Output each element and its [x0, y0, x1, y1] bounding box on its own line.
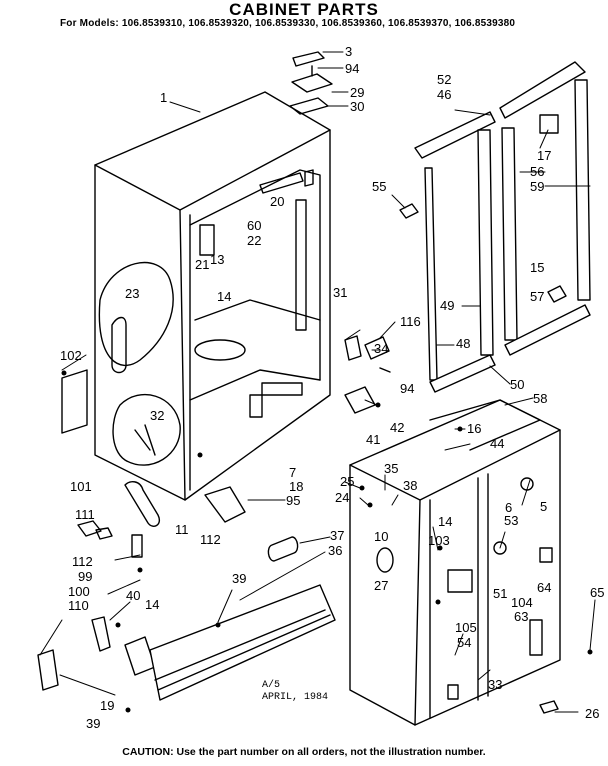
callout: 33: [488, 677, 502, 692]
leader-lines: [39, 51, 596, 713]
callout: 39: [232, 571, 246, 586]
callout: 58: [533, 391, 547, 406]
callout: 1: [160, 90, 167, 105]
callout: 25: [340, 474, 354, 489]
callout: 110: [68, 598, 89, 613]
callout: 56: [530, 164, 544, 179]
callout: 44: [490, 436, 504, 451]
callout: 29: [350, 85, 364, 100]
page-title: CABINET PARTS: [229, 0, 379, 19]
callout: 19: [100, 698, 114, 713]
callout: 15: [530, 260, 544, 275]
callout: 64: [537, 580, 551, 595]
callout: 112: [200, 532, 221, 547]
callout: 13: [210, 252, 224, 267]
callout: 42: [390, 420, 404, 435]
callout: 53: [504, 513, 518, 528]
callout: 24: [335, 490, 349, 505]
date-stamp: A/5 APRIL, 1984: [262, 680, 329, 703]
callout: 14: [145, 597, 159, 612]
callout: 11: [175, 522, 189, 537]
callout: 27: [374, 578, 388, 593]
callout: 30: [350, 99, 364, 114]
callout: 14: [438, 514, 452, 529]
callout: 22: [247, 233, 261, 248]
callout: 32: [150, 408, 164, 423]
callout: 48: [456, 336, 470, 351]
cabinet-shell: [94, 91, 331, 501]
screw-markers: [61, 370, 593, 713]
callout: 55: [372, 179, 386, 194]
callout: 38: [403, 478, 417, 493]
callout: 50: [510, 377, 524, 392]
callout: 99: [78, 569, 92, 584]
callout: 60: [247, 218, 261, 233]
callout: 36: [328, 543, 342, 558]
callout: 65: [590, 585, 604, 600]
callout: 14: [217, 289, 231, 304]
callout: 94: [400, 381, 414, 396]
callout: 3: [345, 44, 352, 59]
callout: 21: [195, 257, 209, 272]
callout: 34: [374, 341, 388, 356]
callout: 49: [440, 298, 454, 313]
callout: 6: [505, 500, 512, 515]
callout: 35: [384, 461, 398, 476]
callout: 104: [511, 595, 533, 610]
callout: 101: [70, 479, 92, 494]
callout-labels: 1 3 94 29 30 52 46 17 56 59 55 20 60 22 …: [60, 44, 604, 731]
callout: 112: [72, 554, 93, 569]
model-list: For Models: 106.8539310, 106.8539320, 10…: [60, 18, 516, 29]
callout: 37: [330, 528, 344, 543]
callout: 51: [493, 586, 507, 601]
caution-note: CAUTION: Use the part number on all orde…: [122, 746, 486, 758]
callout: 102: [60, 348, 82, 363]
lower-left-parts: [37, 520, 336, 701]
callout: 116: [400, 314, 421, 329]
callout: 52: [437, 72, 451, 87]
callout: 41: [366, 432, 380, 447]
callout: 31: [333, 285, 347, 300]
callout: 63: [514, 609, 528, 624]
callout: 20: [270, 194, 284, 209]
callout: 5: [540, 499, 547, 514]
callout: 40: [126, 588, 140, 603]
callout: 26: [585, 706, 599, 721]
callout: 16: [467, 421, 481, 436]
callout: 10: [374, 529, 388, 544]
callout: 111: [75, 507, 95, 522]
middle-small-parts: [61, 335, 391, 527]
callout: 46: [437, 87, 451, 102]
callout: 23: [125, 286, 139, 301]
callout: 100: [68, 584, 90, 599]
callout: 103: [428, 533, 450, 548]
callout: 54: [457, 635, 471, 650]
callout: 39: [86, 716, 100, 731]
callout: 95: [286, 493, 300, 508]
callout: 57: [530, 289, 544, 304]
door-frame-parts: [399, 61, 591, 393]
callout: 59: [530, 179, 544, 194]
callout: 17: [537, 148, 551, 163]
liner-compartment: [349, 399, 561, 726]
callout: 94: [345, 61, 359, 76]
top-hinge-parts: [289, 51, 333, 115]
callout: 7: [289, 465, 296, 480]
callout: 105: [455, 620, 477, 635]
callout: 18: [289, 479, 303, 494]
